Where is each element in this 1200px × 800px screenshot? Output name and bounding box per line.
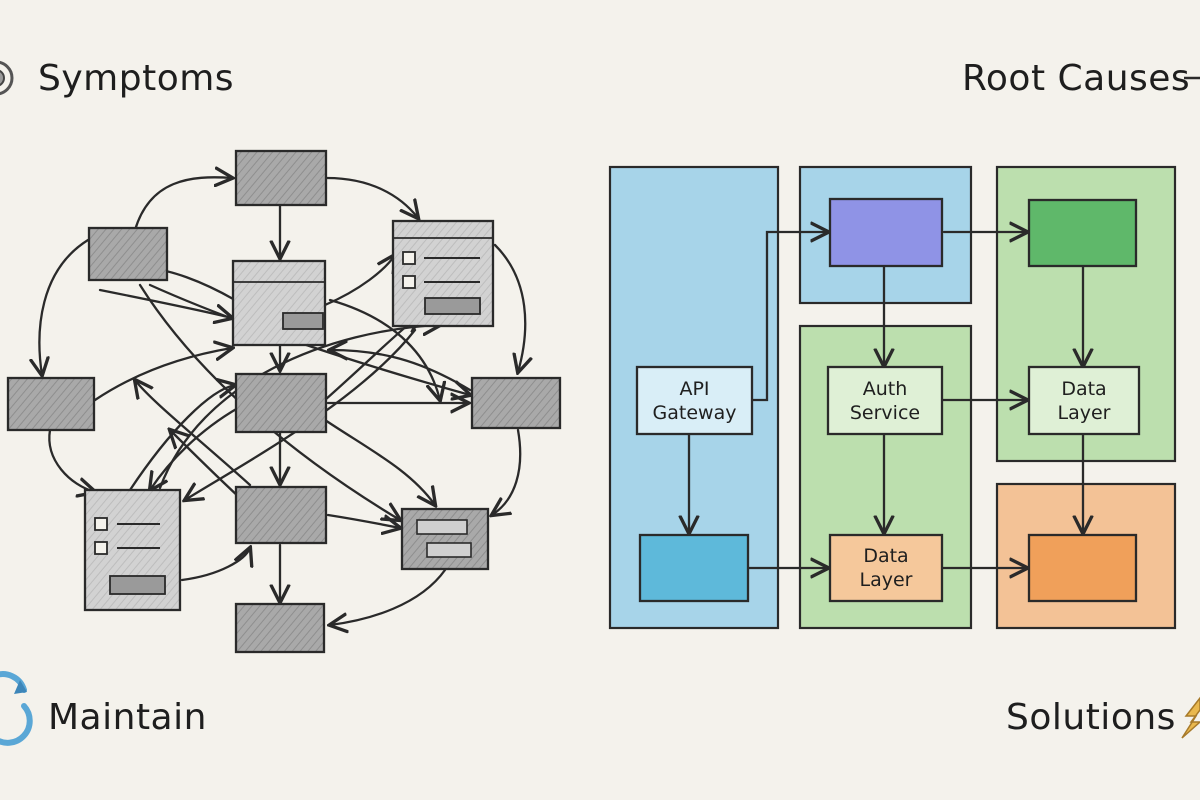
connection-edge <box>330 350 472 392</box>
symptom-box-lower-center <box>234 485 328 545</box>
connection-edge <box>323 255 395 307</box>
architecture-edges <box>689 232 1083 568</box>
connection-edge <box>39 238 90 375</box>
target-icon <box>0 60 14 96</box>
node-data-top-green <box>1027 198 1138 268</box>
connection-edge <box>326 513 400 528</box>
symptoms-diagram <box>39 177 525 625</box>
connection-edge <box>93 348 232 402</box>
symptom-box-top <box>234 149 328 207</box>
connection-edge <box>98 288 232 318</box>
symptom-boxes <box>6 149 562 654</box>
node-data-layer-bottom: Data Layer <box>828 533 944 603</box>
lightning-icon <box>1181 696 1200 739</box>
data-layer-top-line-1: Data <box>1061 378 1106 400</box>
symptom-box-upper-right-form <box>391 219 495 328</box>
node-auth-top-purple <box>828 197 944 268</box>
maintain-label: Maintain <box>48 697 207 738</box>
auth-service-line-2: Service <box>850 402 920 424</box>
data-layer-bottom-line-2: Layer <box>860 569 913 591</box>
connection-edge <box>48 428 95 492</box>
symptom-box-bottom <box>234 602 326 654</box>
symptom-box-center <box>234 372 328 434</box>
symptom-box-left <box>6 376 96 432</box>
architecture-nodes: API Gateway Auth Service Data Layer Data… <box>635 197 1141 603</box>
data-layer-bottom-line-1: Data <box>863 545 908 567</box>
node-api-gateway: API Gateway <box>635 365 754 436</box>
node-teal-box <box>638 533 750 603</box>
solutions-label: Solutions <box>1006 697 1176 738</box>
connection-edge <box>170 430 242 500</box>
cycle-icon <box>0 671 33 746</box>
symptom-box-lower-right <box>400 507 490 571</box>
symptom-box-center-window <box>231 259 327 347</box>
connection-edge <box>325 176 418 218</box>
connection-edge <box>493 243 525 372</box>
auth-service-line-1: Auth <box>863 378 908 400</box>
connection-edge <box>135 380 252 487</box>
connection-edge <box>133 177 232 232</box>
symptoms-label: Symptoms <box>38 58 235 99</box>
connection-edge <box>128 385 235 492</box>
connection-edge <box>492 428 522 515</box>
symptom-box-upper-left <box>87 226 169 282</box>
node-data-layer-top: Data Layer <box>1027 365 1141 436</box>
api-gateway-line-1: API <box>679 378 709 400</box>
root-causes-label: Root Causes <box>962 58 1191 99</box>
node-orange-box <box>1027 533 1138 603</box>
api-gateway-line-2: Gateway <box>653 402 737 424</box>
connection-edge <box>330 568 447 625</box>
edge-gateway-to-auth-top <box>750 232 828 402</box>
symptom-box-right <box>470 376 562 430</box>
symptom-box-lower-left-form <box>83 488 182 612</box>
data-layer-top-line-2: Layer <box>1058 402 1111 424</box>
connection-edge <box>328 298 440 400</box>
node-auth-service: Auth Service <box>826 365 944 436</box>
connection-edge <box>323 418 435 505</box>
connection-edge <box>180 548 250 582</box>
